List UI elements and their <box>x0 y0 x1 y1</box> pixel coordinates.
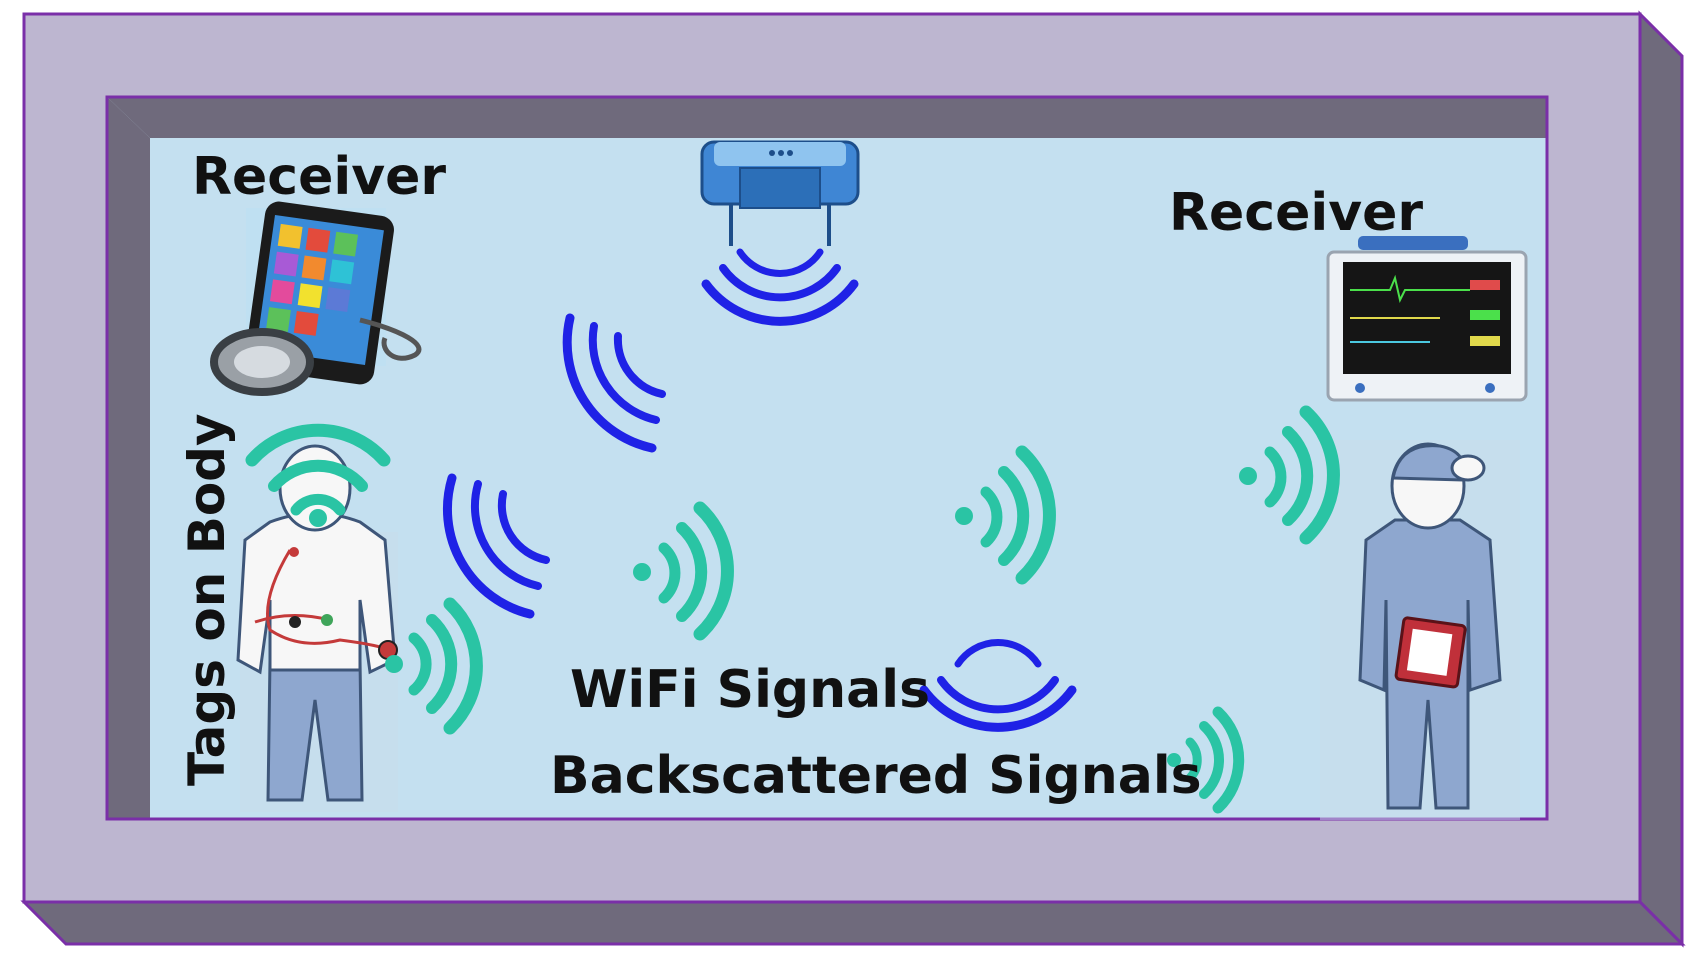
receiver-right-label: Receiver <box>1169 183 1423 243</box>
tablet-stethoscope-icon <box>210 201 422 396</box>
backscatter-signal-near-monitor <box>1239 405 1340 545</box>
backscatter-signal-center-right <box>955 445 1056 585</box>
frame-right-side <box>1638 10 1684 948</box>
backscatter-signal-center-left <box>633 501 734 641</box>
backscatter-signal-bottom-right <box>1167 706 1245 814</box>
backscattered-signals-label: Backscattered Signals <box>550 746 1202 806</box>
tags-on-body-label: Tags on Body <box>178 413 236 786</box>
inner-left-wall <box>107 97 150 819</box>
receiver-left-label: Receiver <box>192 147 446 207</box>
wifi-signal-middle-left <box>442 473 550 619</box>
wifi-access-point-icon <box>700 140 860 246</box>
inner-top-wall <box>107 97 1547 138</box>
patient-figure-icon <box>236 444 398 812</box>
frame-bottom-side <box>20 900 1686 946</box>
wifi-signal-upper-left <box>562 313 666 453</box>
clinician-figure-icon <box>1320 440 1520 820</box>
backscatter-signal-at-hand <box>385 597 483 735</box>
backscatter-signal-on-head <box>245 423 391 527</box>
wifi-signals-label: WiFi Signals <box>570 660 930 720</box>
wifi-signal-bottom-center <box>919 639 1077 732</box>
wifi-signal-below-ap <box>701 248 859 326</box>
patient-monitor-icon <box>1326 236 1528 402</box>
